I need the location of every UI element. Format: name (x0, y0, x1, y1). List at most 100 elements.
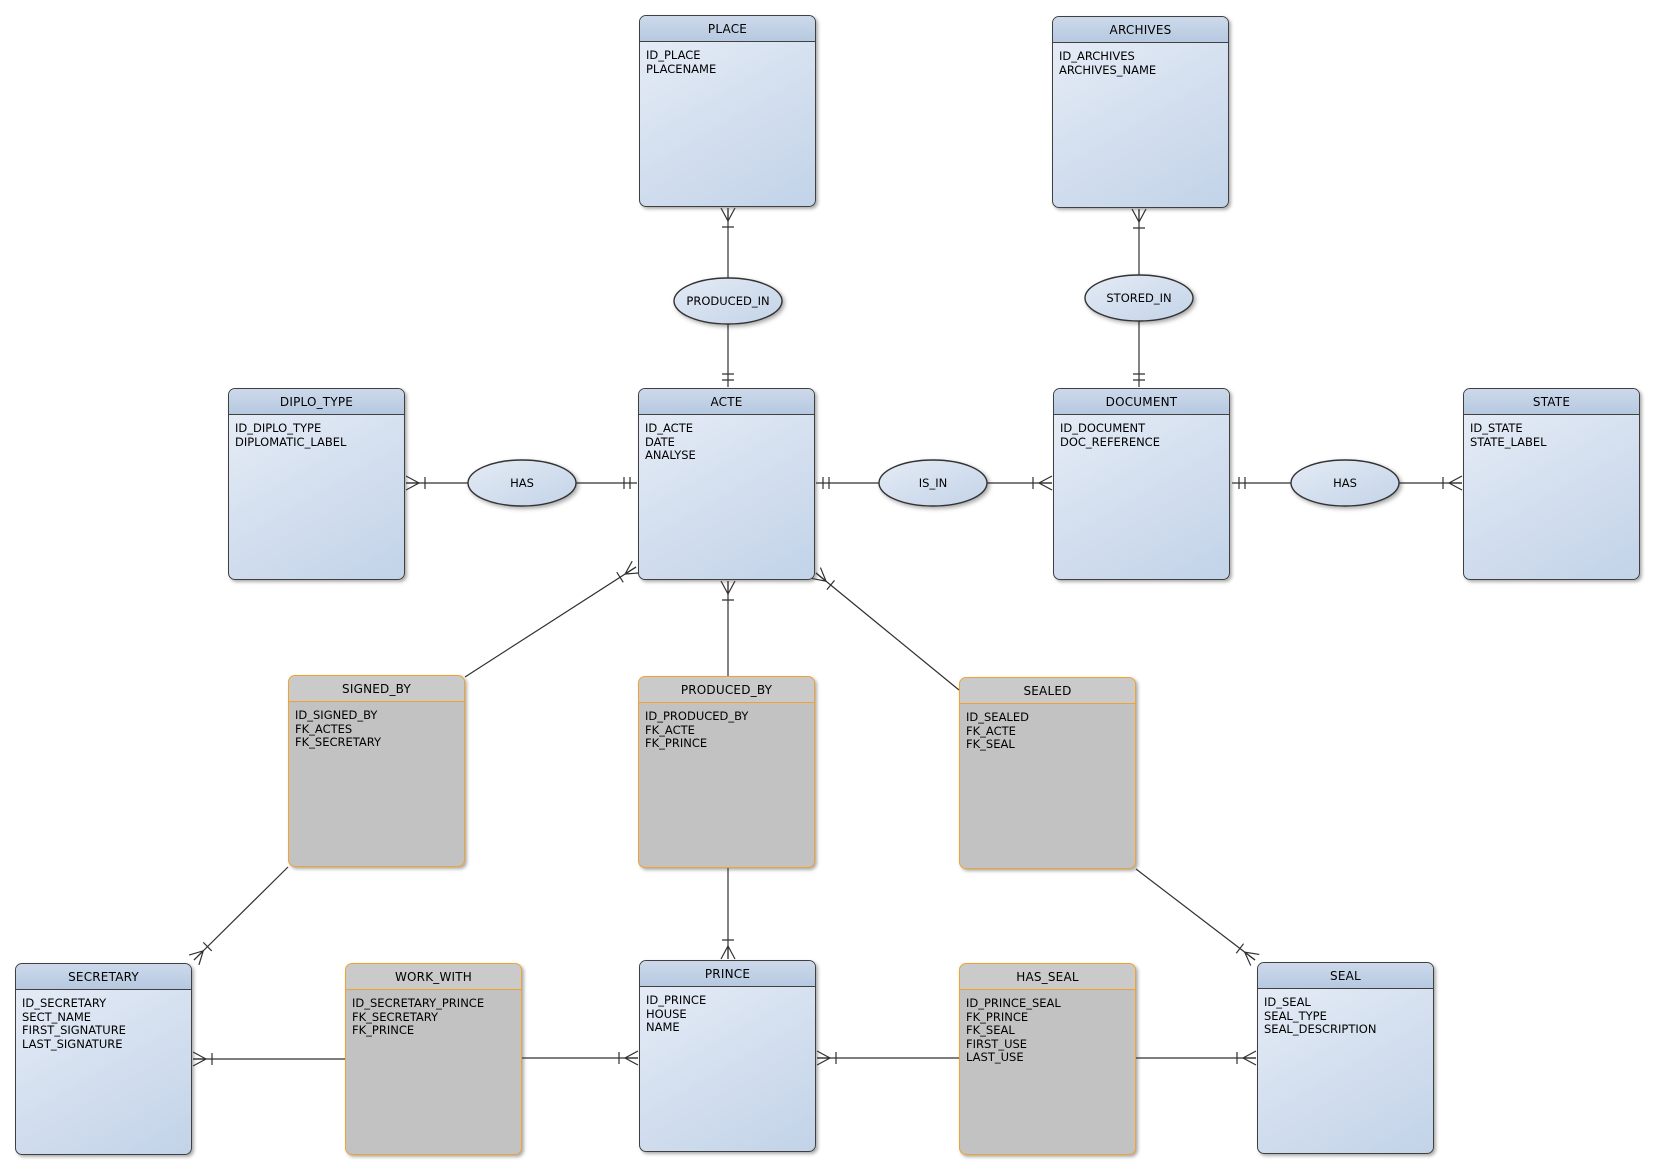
relationship-IS_IN[interactable]: IS_IN (878, 459, 988, 507)
attribute-PLACENAME: PLACENAME (646, 61, 717, 76)
attribute-ID_SEAL: ID_SEAL (1264, 995, 1311, 1009)
attribute-FK_SECRETARY: FK_SECRETARY (352, 1009, 439, 1024)
relationship-PRODUCED_IN[interactable]: PRODUCED_IN (673, 277, 783, 325)
relationship-label: PRODUCED_IN (686, 294, 769, 308)
relationship-HAS[interactable]: HAS (1290, 459, 1400, 507)
attribute-SEAL_TYPE: SEAL_TYPE (1264, 1008, 1327, 1023)
relationship-label: IS_IN (919, 476, 947, 490)
attribute-SEAL_DESCRIPTION: SEAL_DESCRIPTION (1264, 1022, 1377, 1036)
table-title: ACTE (639, 389, 814, 415)
attribute-HOUSE: HOUSE (646, 1006, 687, 1021)
attribute-ID_SECRETARY: ID_SECRETARY (22, 996, 107, 1010)
attribute-FIRST_SIGNATURE: FIRST_SIGNATURE (22, 1023, 126, 1037)
connector-SIGNED_BY-ACTE[interactable] (464, 560, 640, 678)
relationship-ellipse[interactable] (1084, 274, 1194, 322)
attribute-FK_PRINCE: FK_PRINCE (966, 1009, 1029, 1024)
attribute-ID_STATE: ID_STATE (1470, 421, 1523, 435)
attribute-ID_SECRETARY_PRINCE: ID_SECRETARY_PRINCE (352, 996, 485, 1010)
attribute-ID_ARCHIVES: ID_ARCHIVES (1059, 49, 1135, 63)
attribute-FK_SEAL: FK_SEAL (966, 1023, 1015, 1037)
table-title: DOCUMENT (1054, 389, 1229, 415)
attribute-SECT_NAME: SECT_NAME (22, 1009, 92, 1024)
table-title: PRODUCED_BY (639, 677, 814, 703)
table-title: SECRETARY (16, 964, 191, 990)
relationship-HAS[interactable]: HAS (467, 459, 577, 507)
attribute-STATE_LABEL: STATE_LABEL (1470, 434, 1547, 449)
table-title: SEAL (1258, 963, 1433, 989)
attribute-FK_ACTE: FK_ACTE (966, 723, 1016, 738)
connector-SEALED-SEAL[interactable] (1135, 868, 1260, 966)
relationship-STORED_IN[interactable]: STORED_IN (1084, 274, 1194, 322)
attribute-ID_PLACE: ID_PLACE (646, 48, 701, 62)
table-title: PLACE (640, 16, 815, 42)
attribute-NAME: NAME (646, 1020, 680, 1034)
attribute-ID_DOCUMENT: ID_DOCUMENT (1060, 421, 1146, 435)
attribute-ID_PRINCE: ID_PRINCE (646, 993, 707, 1007)
table-title: SIGNED_BY (289, 676, 464, 702)
attribute-DATE: DATE (645, 434, 675, 449)
relationship-label: HAS (510, 476, 534, 490)
attribute-LAST_USE: LAST_USE (966, 1050, 1024, 1064)
attribute-FK_ACTE: FK_ACTE (645, 722, 695, 737)
attribute-ID_PRINCE_SEAL: ID_PRINCE_SEAL (966, 996, 1061, 1010)
attribute-FK_SEAL: FK_SEAL (966, 737, 1015, 751)
attribute-ID_DIPLO_TYPE: ID_DIPLO_TYPE (235, 421, 322, 435)
attribute-ARCHIVES_NAME: ARCHIVES_NAME (1059, 62, 1157, 77)
attribute-FIRST_USE: FIRST_USE (966, 1036, 1028, 1051)
attribute-DOC_REFERENCE: DOC_REFERENCE (1060, 434, 1160, 449)
relationship-ellipse[interactable] (673, 277, 783, 325)
attribute-ID_SIGNED_BY: ID_SIGNED_BY (295, 708, 378, 722)
attribute-FK_SECRETARY: FK_SECRETARY (295, 735, 382, 749)
relationship-ellipse[interactable] (1290, 459, 1400, 507)
attribute-DIPLOMATIC_LABEL: DIPLOMATIC_LABEL (235, 434, 347, 449)
connector-SIGNED_BY-SECRETARY[interactable] (188, 866, 289, 966)
attribute-ID_ACTE: ID_ACTE (645, 421, 693, 435)
relationship-ellipse[interactable] (878, 459, 988, 507)
table-title: WORK_WITH (346, 964, 521, 990)
attribute-FK_ACTES: FK_ACTES (295, 721, 353, 736)
table-title: ARCHIVES (1053, 17, 1228, 43)
table-title: HAS_SEAL (960, 964, 1135, 990)
table-title: DIPLO_TYPE (229, 389, 404, 415)
relationship-label: STORED_IN (1106, 291, 1171, 305)
relationship-label: HAS (1333, 476, 1357, 490)
attribute-ID_SEALED: ID_SEALED (966, 710, 1029, 724)
table-title: PRINCE (640, 961, 815, 987)
connector-SEALED-ACTE[interactable] (811, 567, 960, 691)
relationship-ellipse[interactable] (467, 459, 577, 507)
attribute-ANALYSE: ANALYSE (645, 448, 696, 462)
table-title: SEALED (960, 678, 1135, 704)
table-title: STATE (1464, 389, 1639, 415)
attribute-FK_PRINCE: FK_PRINCE (352, 1023, 415, 1037)
attribute-FK_PRINCE: FK_PRINCE (645, 736, 708, 750)
attribute-LAST_SIGNATURE: LAST_SIGNATURE (22, 1036, 123, 1051)
